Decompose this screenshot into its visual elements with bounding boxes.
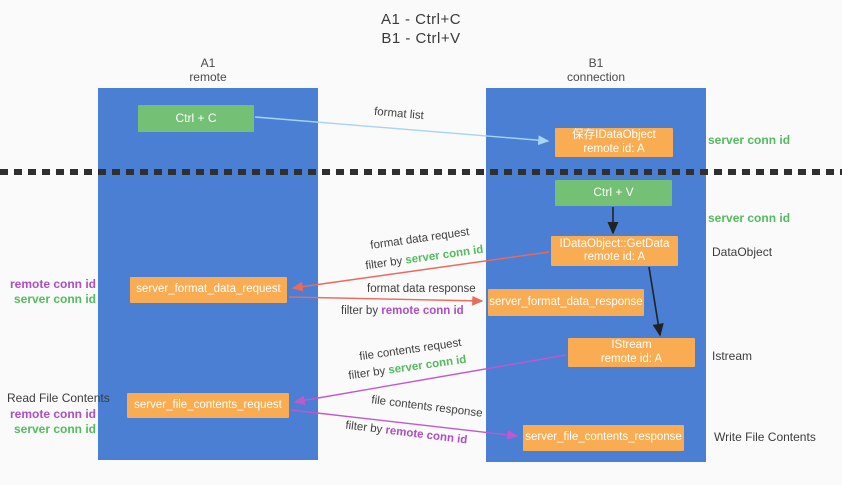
server-format-data-request-node: server_format_data_request bbox=[130, 277, 287, 303]
conn-id-pair-format: remote conn id server conn id bbox=[10, 277, 96, 307]
lane-a1-subtitle: remote bbox=[189, 70, 227, 84]
filter-by-remote-conn-id-1: filter by remote conn id bbox=[341, 305, 464, 317]
arrow-file-contents-response bbox=[290, 409, 519, 440]
filter-by-text: filter by bbox=[341, 305, 379, 317]
conn-id-pair-file: remote conn id server conn id bbox=[10, 407, 96, 437]
lane-b1-subtitle: connection bbox=[566, 70, 626, 84]
istream-line2: remote id: A bbox=[600, 352, 663, 365]
read-file-contents-label: Read File Contents bbox=[7, 391, 110, 405]
getdata-line1: IDataObject::GetData bbox=[559, 237, 670, 250]
lane-header-a1: A1 remote bbox=[98, 56, 318, 84]
server-file-contents-request-node: server_file_contents_request bbox=[127, 393, 289, 418]
remote-conn-id-label-2: remote conn id bbox=[9, 407, 96, 421]
remote-conn-id-inline-1: remote conn id bbox=[381, 305, 464, 317]
istream-side-label: Istream bbox=[712, 349, 753, 363]
server-format-data-response-node: server_format_data_response bbox=[488, 289, 644, 316]
ctrl-v-button: Ctrl + V bbox=[555, 180, 672, 206]
arrow-getdata-to-istream bbox=[648, 266, 664, 337]
server-conn-id-label-1: server conn id bbox=[13, 292, 96, 306]
diagram-title: A1 - Ctrl+C B1 - Ctrl+V bbox=[0, 10, 842, 48]
write-file-contents-label: Write File Contents bbox=[714, 430, 816, 444]
server-conn-id-label-top: server conn id bbox=[708, 133, 791, 147]
lane-a1-title: A1 bbox=[200, 56, 216, 70]
server-conn-id-label-mid: server conn id bbox=[708, 211, 791, 225]
lane-header-b1: B1 connection bbox=[486, 56, 706, 84]
title-line-1: A1 - Ctrl+C bbox=[380, 11, 462, 28]
arrow-format-list bbox=[254, 116, 550, 146]
format-data-response-label: format data response bbox=[367, 283, 476, 295]
arrow-format-data-request bbox=[291, 251, 550, 292]
title-line-2: B1 - Ctrl+V bbox=[381, 30, 461, 47]
arrow-file-contents-request bbox=[293, 354, 567, 406]
save-idataobject-line1: 保存IDataObject bbox=[572, 129, 656, 141]
istream-node: IStream remote id: A bbox=[568, 338, 695, 367]
save-idataobject-node: 保存IDataObject remote id: A bbox=[555, 128, 673, 157]
arrow-format-data-response bbox=[288, 295, 484, 306]
ctrl-c-button: Ctrl + C bbox=[138, 105, 254, 132]
server-conn-id-label-2: server conn id bbox=[13, 422, 96, 436]
idataobject-getdata-node: IDataObject::GetData remote id: A bbox=[551, 236, 678, 266]
lane-b1-title: B1 bbox=[588, 56, 604, 70]
remote-conn-id-label-1: remote conn id bbox=[9, 277, 96, 291]
istream-line1: IStream bbox=[611, 339, 652, 351]
getdata-line2: remote id: A bbox=[583, 251, 646, 263]
dataobject-label: DataObject bbox=[712, 245, 773, 259]
server-file-contents-response-node: server_file_contents_response bbox=[523, 425, 684, 451]
dotted-divider-line bbox=[0, 169, 842, 175]
save-idataobject-line2: remote id: A bbox=[583, 142, 645, 155]
